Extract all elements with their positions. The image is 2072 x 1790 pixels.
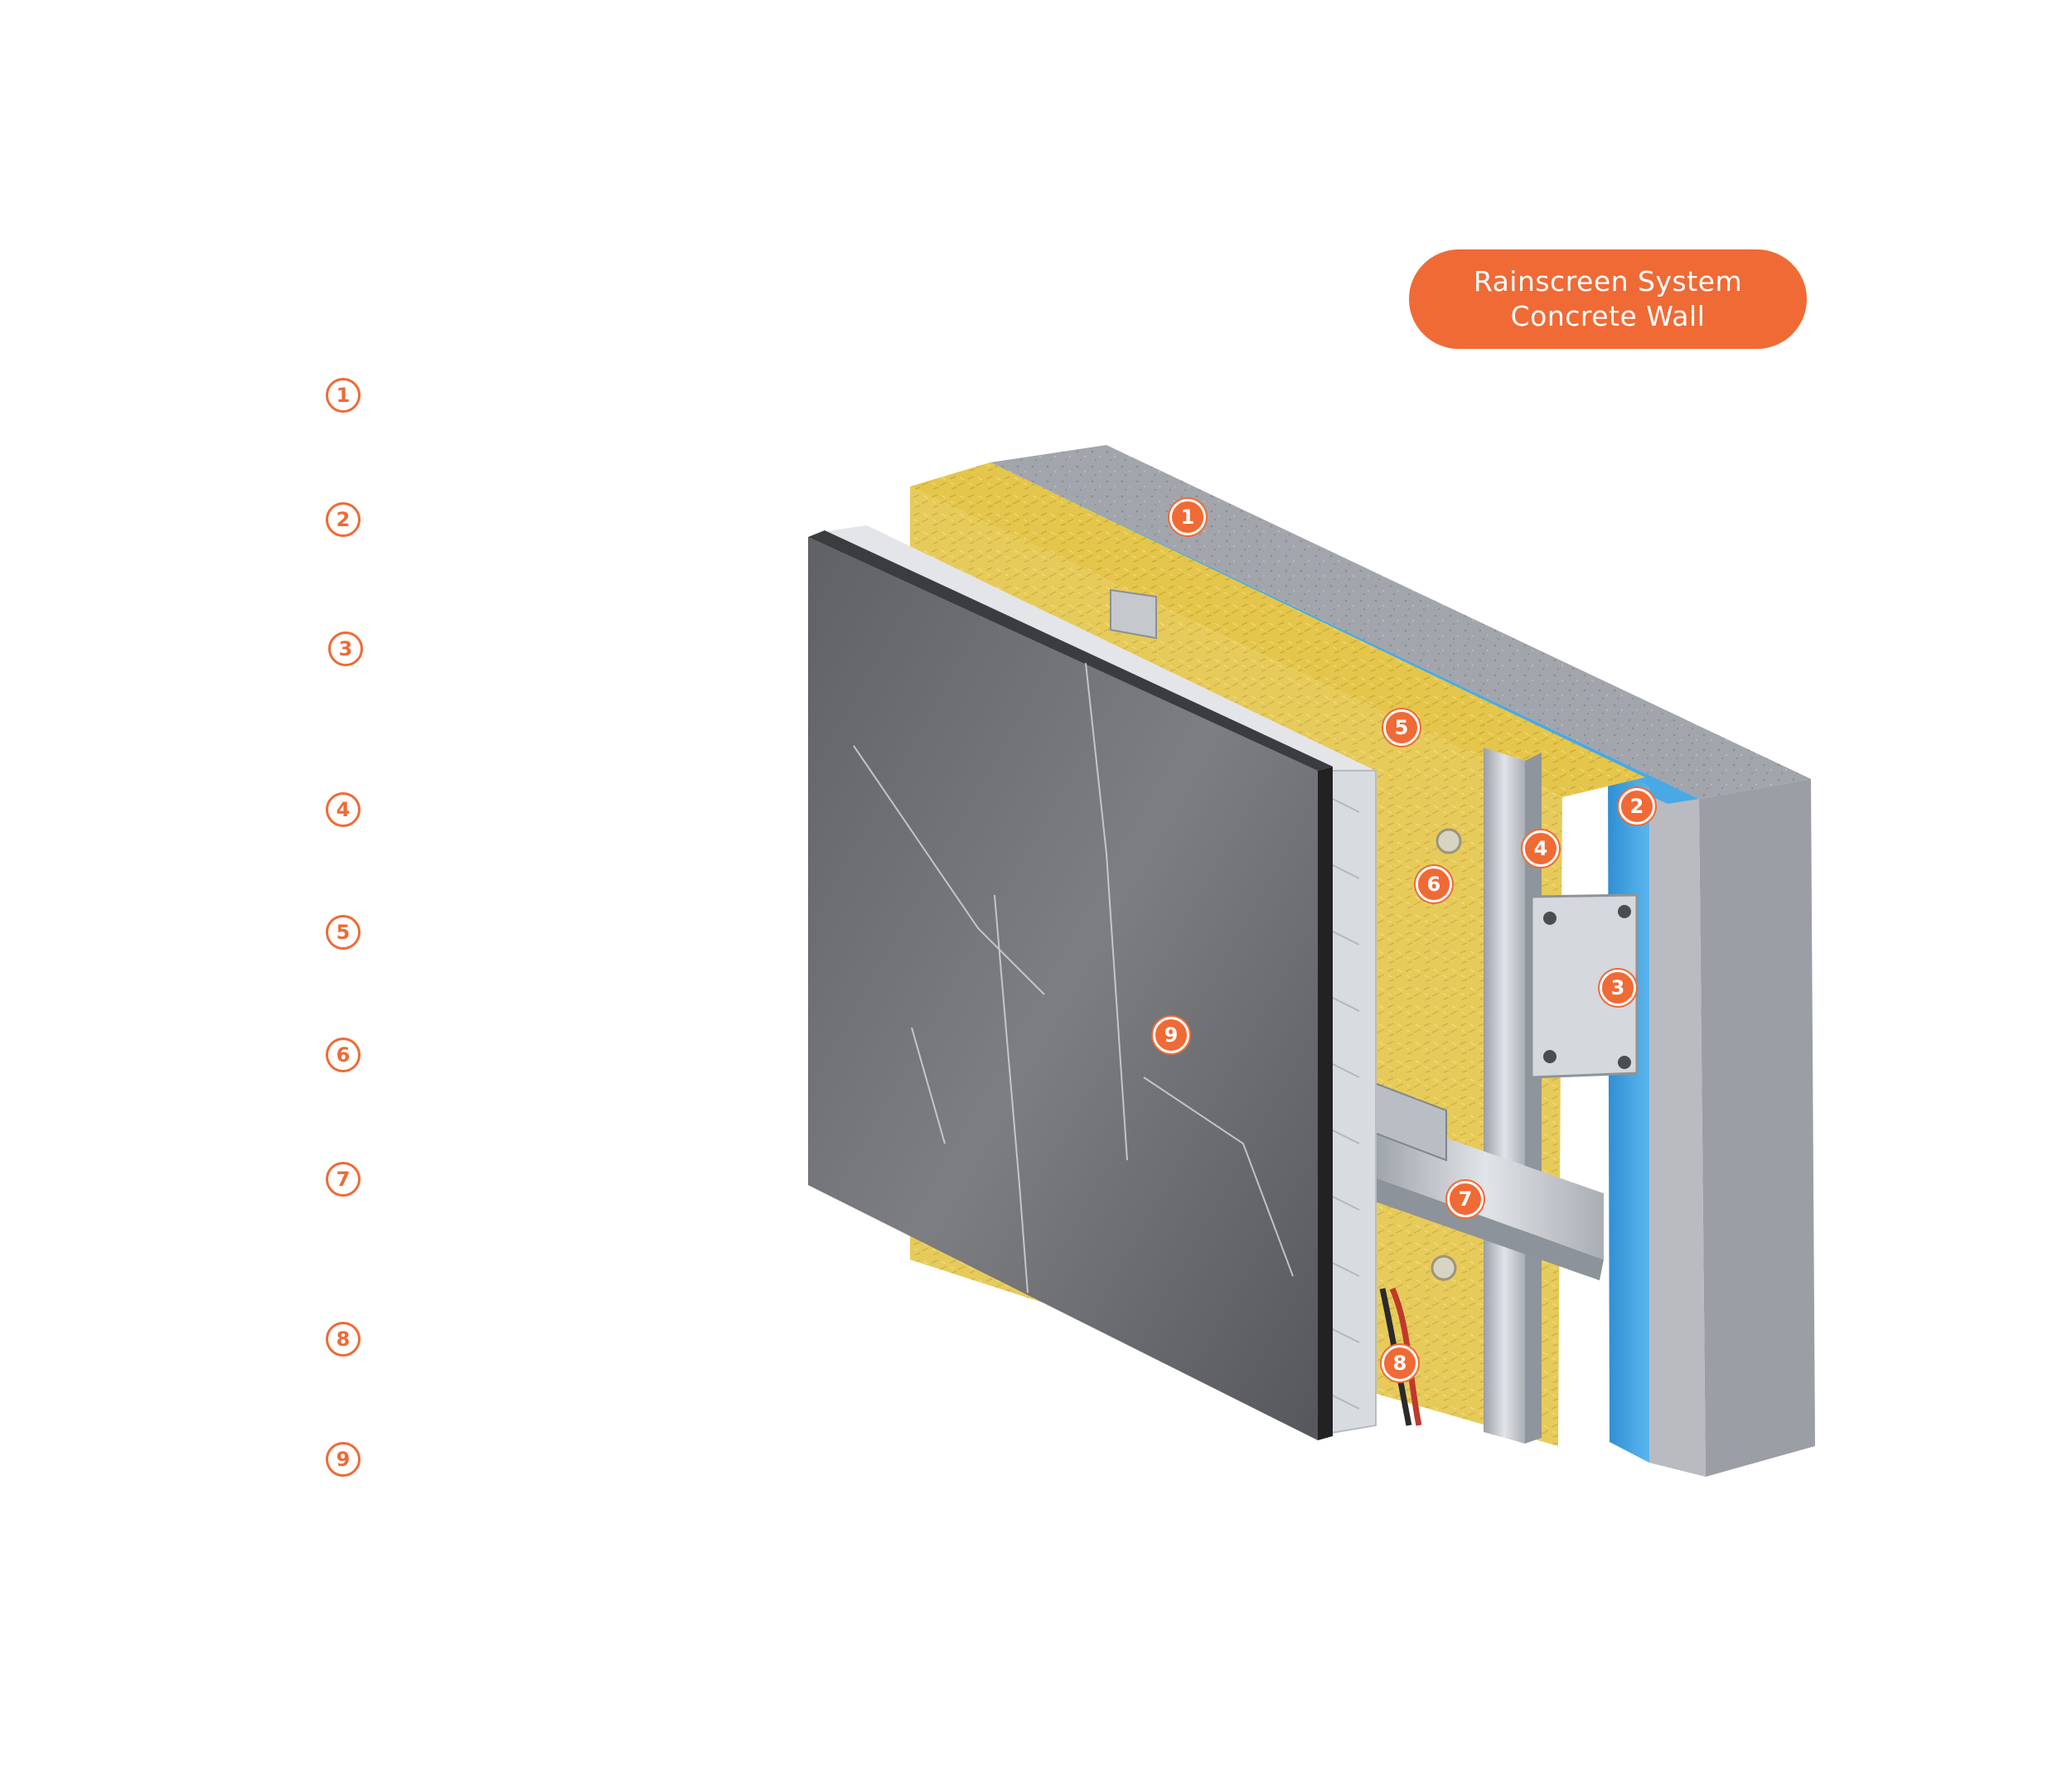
legend-number-6: 6 <box>326 1038 361 1072</box>
insulation-anchor <box>1435 828 1462 854</box>
callout-5: 5 <box>1383 709 1420 746</box>
callout-7: 7 <box>1447 1181 1484 1217</box>
legend-number-7: 7 <box>326 1162 361 1197</box>
legend-number-1: 1 <box>326 378 361 413</box>
legend-number-9: 9 <box>326 1442 361 1477</box>
legend-number-3: 3 <box>328 631 363 666</box>
system-title-badge: Rainscreen System Concrete Wall <box>1409 249 1807 349</box>
system-title-line1: Rainscreen System <box>1473 265 1743 298</box>
legend-number-2: 2 <box>326 502 361 537</box>
system-title-line2: Concrete Wall <box>1510 300 1706 332</box>
legend-number-4: 4 <box>326 792 361 827</box>
bracket <box>1530 893 1639 1079</box>
callout-4: 4 <box>1523 830 1559 867</box>
concrete-wall-front <box>1649 787 1706 1477</box>
callout-3: 3 <box>1600 970 1636 1006</box>
concrete-wall-side <box>1699 779 1815 1477</box>
membrane-face <box>1608 761 1649 1463</box>
callout-9: 9 <box>1153 1017 1189 1053</box>
callout-1: 1 <box>1169 499 1206 535</box>
callout-6: 6 <box>1416 866 1452 902</box>
callout-2: 2 <box>1619 788 1655 825</box>
insulation-top <box>910 462 1645 797</box>
top-clip <box>1110 588 1157 640</box>
insulation-anchor <box>1431 1255 1457 1281</box>
callout-8: 8 <box>1382 1345 1418 1381</box>
legend-number-5: 5 <box>326 915 361 950</box>
legend-number-8: 8 <box>326 1322 361 1357</box>
marble-panel <box>808 537 1318 1440</box>
vertical-rail <box>1484 747 1525 1444</box>
